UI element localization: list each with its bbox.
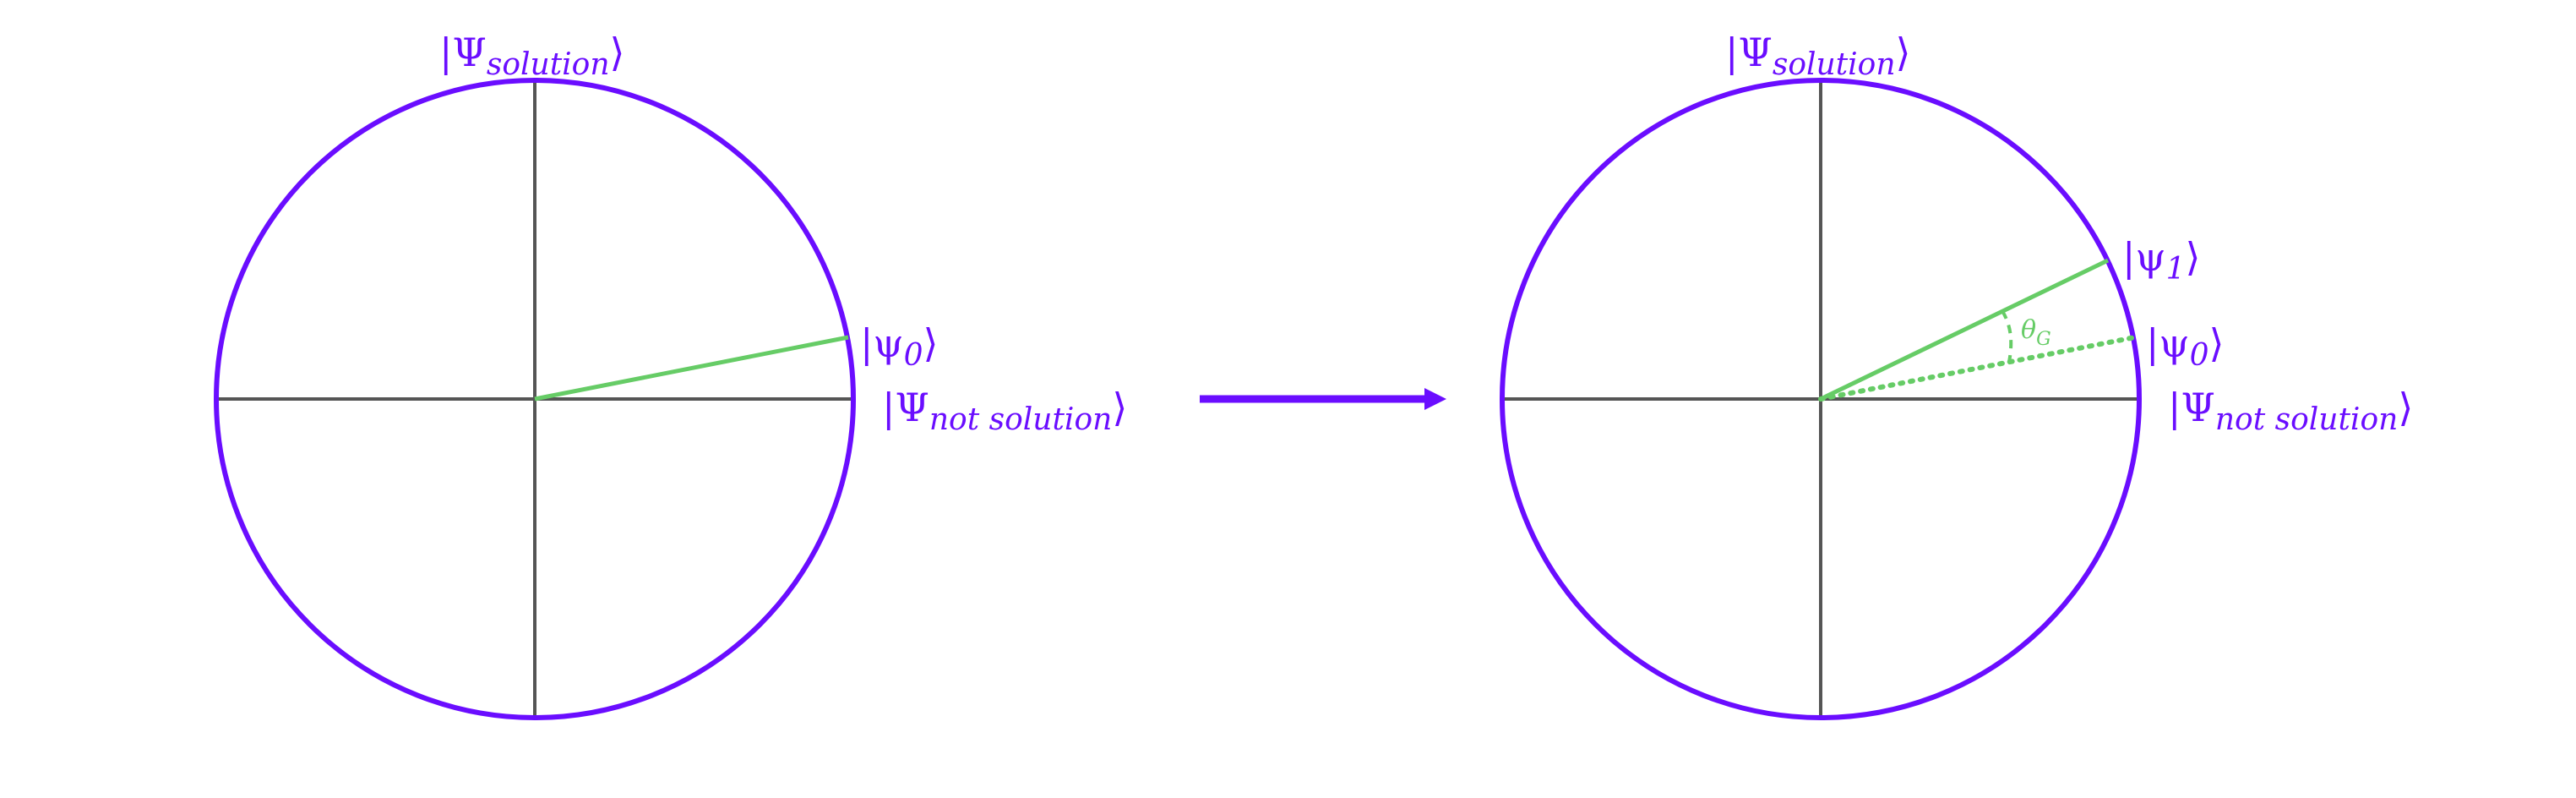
left-unit-circle <box>214 78 856 720</box>
left-psi0-label: |ψ0⟩ <box>860 320 938 373</box>
left-panel: |Ψsolution⟩ |ψ0⟩ |Ψnot solution⟩ <box>214 30 1127 720</box>
theta-angle-arc <box>2001 309 2013 363</box>
theta-g-label: θG <box>2021 315 2051 350</box>
right-arrow-icon <box>1200 388 1446 410</box>
right-panel: θG |Ψsolution⟩ |ψ1⟩ |ψ0⟩ |Ψnot solution⟩ <box>1500 30 2413 720</box>
left-psi0-vector <box>534 335 849 402</box>
right-solution-label: |Ψsolution⟩ <box>1725 30 1910 82</box>
right-not-solution-label: |Ψnot solution⟩ <box>2168 385 2413 437</box>
left-not-solution-label: |Ψnot solution⟩ <box>882 385 1127 437</box>
right-psi1-label: |ψ1⟩ <box>2122 234 2200 287</box>
right-unit-circle <box>1500 78 2142 720</box>
right-psi0-dotted-vector <box>1818 335 2138 402</box>
left-solution-label: |Ψsolution⟩ <box>439 30 624 82</box>
right-psi1-vector <box>1819 258 2110 402</box>
right-psi0-label: |ψ0⟩ <box>2146 320 2224 373</box>
